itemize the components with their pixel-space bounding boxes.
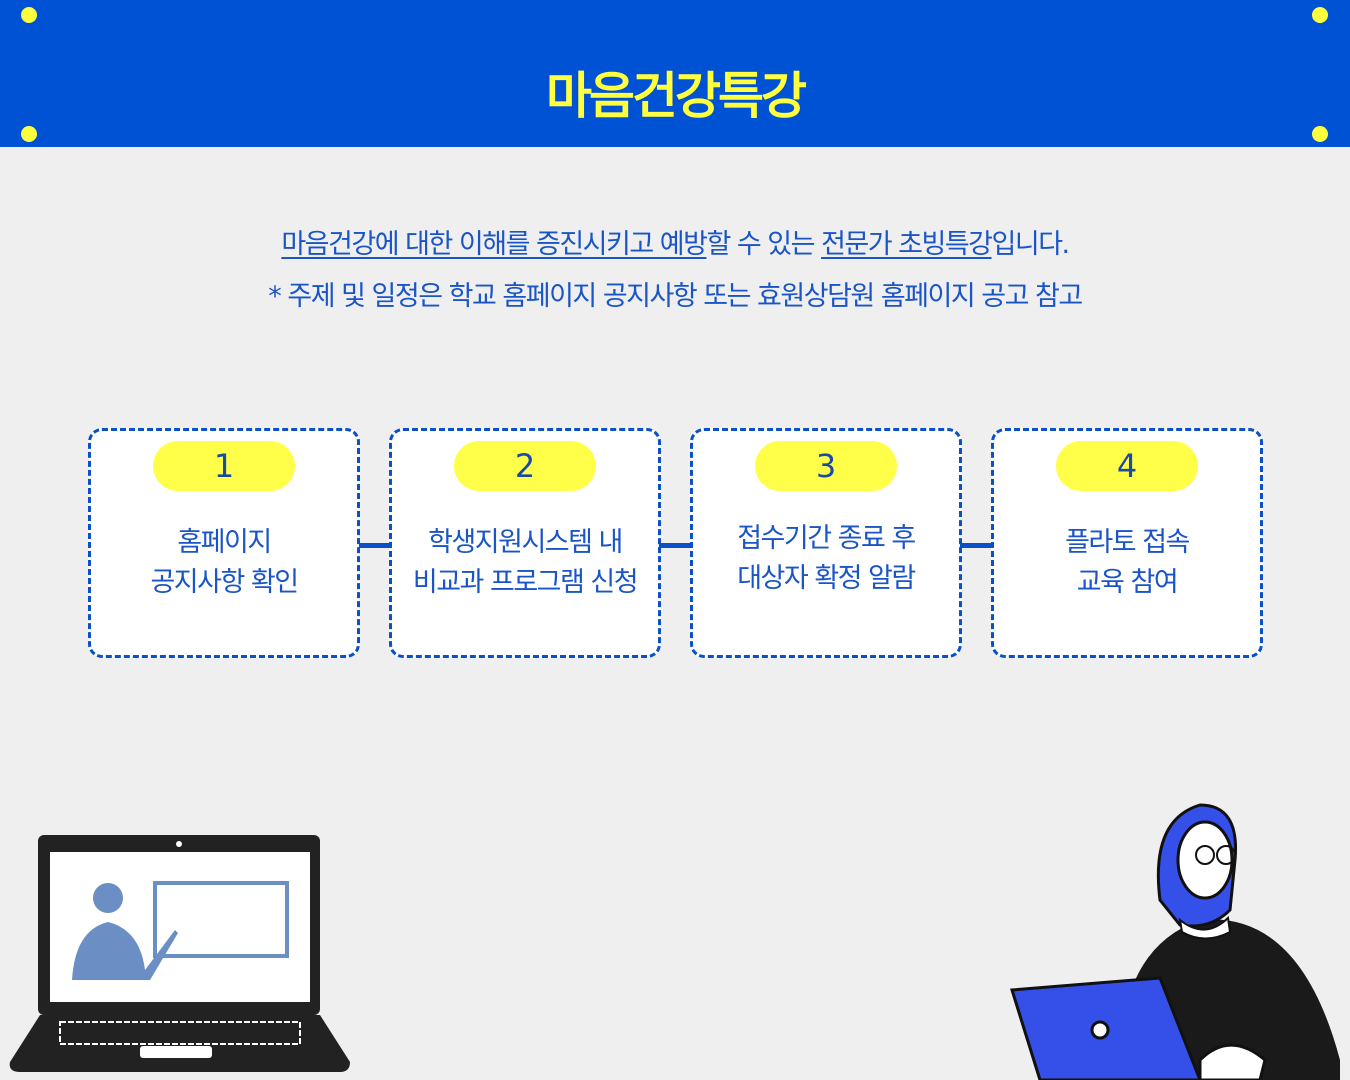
- step-text-line: 교육 참여: [1076, 567, 1179, 598]
- decor-dot: [21, 126, 37, 142]
- intro-text: 할 수 있는: [706, 229, 822, 260]
- step-number: 1: [153, 441, 295, 491]
- step-text-line: 비교과 프로그램 신청: [412, 567, 639, 598]
- connector: [960, 543, 992, 548]
- step-number: 4: [1056, 441, 1198, 491]
- woman-with-laptop-illustration: [1010, 803, 1340, 1080]
- intro-highlight: 마음건강에 대한 이해를 증진시키고 예방: [281, 229, 708, 260]
- intro-line-2: * 주제 및 일정은 학교 홈페이지 공지사항 또는 효원상담원 홈페이지 공고…: [268, 281, 1083, 312]
- laptop-lecture-illustration: [9, 835, 350, 1072]
- step-text-line: 접수기간 종료 후: [737, 523, 916, 554]
- header-banner: 마음건강특강: [0, 0, 1350, 147]
- decor-dot: [21, 7, 37, 23]
- step-number: 3: [755, 441, 897, 491]
- step-text-line: 대상자 확정 알람: [737, 563, 916, 594]
- decor-dot: [1312, 7, 1328, 23]
- connector: [659, 543, 691, 548]
- intro-text: 입니다.: [991, 229, 1071, 260]
- step-number: 2: [454, 441, 596, 491]
- connector: [359, 543, 391, 548]
- decor-dot: [1312, 126, 1328, 142]
- page-title: 마음건강특강: [546, 67, 807, 125]
- intro-line-1: 마음건강에 대한 이해를 증진시키고 예방할 수 있는 전문가 초빙특강입니다.: [0, 222, 1350, 261]
- step-text-line: 플라토 접속: [1065, 527, 1190, 558]
- step-text-line: 공지사항 확인: [150, 567, 299, 598]
- intro-highlight: 전문가 초빙특강: [821, 229, 993, 260]
- step-text-line: 홈페이지: [177, 527, 272, 558]
- step-text-line: 학생지원시스템 내: [428, 527, 623, 558]
